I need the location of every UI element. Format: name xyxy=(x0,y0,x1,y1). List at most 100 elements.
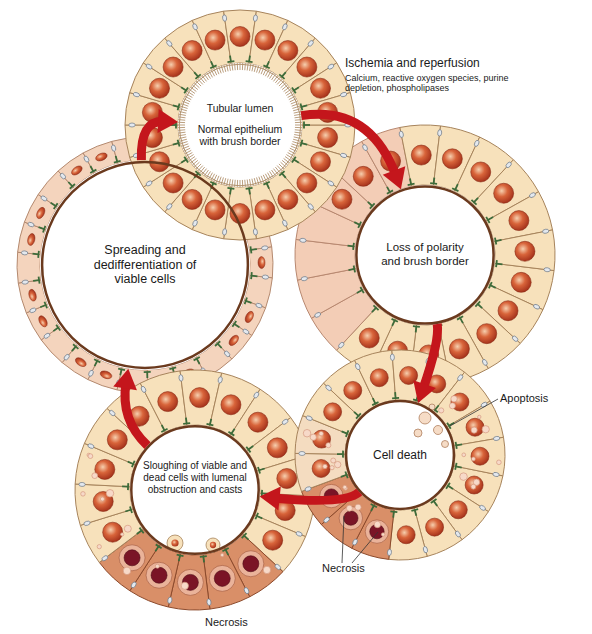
epithelial-cell xyxy=(355,350,396,405)
tight-junction xyxy=(178,104,180,111)
tight-junction xyxy=(183,422,190,425)
cell-nucleus xyxy=(370,369,388,387)
integrin-marker xyxy=(307,40,314,47)
integrin-marker xyxy=(274,563,281,570)
integrin-marker xyxy=(261,245,268,250)
integrin-marker xyxy=(166,40,173,47)
integrin-marker xyxy=(192,219,198,226)
integrin-marker xyxy=(352,538,358,546)
cell-nucleus xyxy=(163,57,183,77)
tight-junction xyxy=(358,222,361,228)
cell-nucleus xyxy=(297,57,317,77)
integrin-marker xyxy=(327,63,335,70)
tight-junction xyxy=(392,319,398,322)
apoptotic-body xyxy=(414,429,422,437)
tight-junction xyxy=(222,548,228,551)
tight-junction xyxy=(456,442,457,449)
cell-nucleus xyxy=(311,152,331,172)
integrin-marker xyxy=(192,23,198,30)
cell-nucleus xyxy=(255,30,275,50)
integrin-marker xyxy=(87,443,94,449)
tight-junction xyxy=(250,246,253,253)
vacuole xyxy=(106,490,114,498)
tight-junction xyxy=(114,161,121,163)
flat-nucleus xyxy=(258,257,265,269)
epithelial-cell xyxy=(454,437,505,476)
integrin-marker xyxy=(338,341,345,348)
tight-junction xyxy=(410,178,411,184)
integrin-marker xyxy=(327,180,335,187)
vacuole xyxy=(310,434,316,440)
integrin-marker xyxy=(340,153,347,159)
tight-junction xyxy=(90,166,93,171)
tight-junction xyxy=(303,122,305,129)
cell-nucleus xyxy=(511,272,531,292)
vacuole xyxy=(471,427,477,433)
flat-nucleus xyxy=(227,334,240,348)
stage-text: Loss of polarity and brush border xyxy=(377,241,473,268)
annotation-label: Necrosis xyxy=(205,616,248,629)
tight-junction xyxy=(354,265,355,272)
cell-nucleus xyxy=(332,189,352,209)
epithelial-cell xyxy=(249,181,288,238)
integrin-marker xyxy=(101,555,109,562)
stage-text: Tubular lumen xyxy=(207,102,274,114)
flat-nucleus xyxy=(70,164,84,177)
integrin-marker xyxy=(59,172,66,179)
tight-junction xyxy=(210,182,216,185)
cell-nucleus xyxy=(426,518,444,536)
cell-nucleus xyxy=(498,301,518,321)
integrin-marker xyxy=(253,391,260,399)
vacuole xyxy=(462,453,466,457)
stage-text: Sloughing of viable and dead cells with … xyxy=(143,460,247,495)
vacuole xyxy=(460,473,468,481)
pyknotic-nucleus xyxy=(124,550,140,566)
tight-junction xyxy=(263,182,269,185)
tight-junction xyxy=(263,65,269,68)
cell-nucleus xyxy=(255,200,275,220)
integrin-marker xyxy=(529,192,537,199)
cell-nucleus xyxy=(221,395,241,415)
integrin-marker xyxy=(22,280,29,285)
tight-junction xyxy=(246,187,253,190)
tight-junction xyxy=(300,104,302,111)
lumen-border xyxy=(179,64,301,186)
integrin-marker xyxy=(474,140,480,147)
stage-text: Normal epithelium with brush border xyxy=(192,123,288,148)
tight-junction xyxy=(120,369,121,375)
tight-junction xyxy=(38,277,41,284)
integrin-marker xyxy=(166,203,173,210)
integrin-marker xyxy=(307,203,314,210)
tubule-lumen: Cell death xyxy=(345,400,455,510)
epithelial-cell xyxy=(295,453,348,491)
lumen-fill xyxy=(40,160,250,370)
cell-nucleus xyxy=(107,430,127,450)
tight-junction xyxy=(227,60,234,63)
vacuole xyxy=(330,466,334,470)
cell-nucleus xyxy=(353,166,373,186)
flat-nucleus xyxy=(35,206,47,220)
stage-arrow xyxy=(113,369,147,446)
tight-junction xyxy=(352,243,355,250)
integrin-marker xyxy=(40,195,48,202)
integrin-marker xyxy=(167,597,172,604)
epithelial-cell xyxy=(140,371,187,432)
tight-junction xyxy=(456,444,462,445)
vacuole xyxy=(326,443,331,448)
vacuole xyxy=(155,564,159,568)
annotation-label: Calcium, reactive oxygen species, purine… xyxy=(345,73,520,94)
tight-junction xyxy=(387,187,390,192)
lumen-fill xyxy=(355,185,495,325)
arrow-head xyxy=(260,487,281,511)
flat-nucleus xyxy=(28,288,38,301)
cell-nucleus xyxy=(477,324,497,344)
vacuole xyxy=(121,533,124,536)
vacuole xyxy=(92,473,98,479)
vacuole xyxy=(355,504,361,510)
integrin-marker xyxy=(262,275,269,280)
integrin-marker xyxy=(437,129,442,136)
vacuole xyxy=(181,582,188,589)
necrotic-halo xyxy=(238,551,264,577)
tight-junction xyxy=(430,182,437,185)
